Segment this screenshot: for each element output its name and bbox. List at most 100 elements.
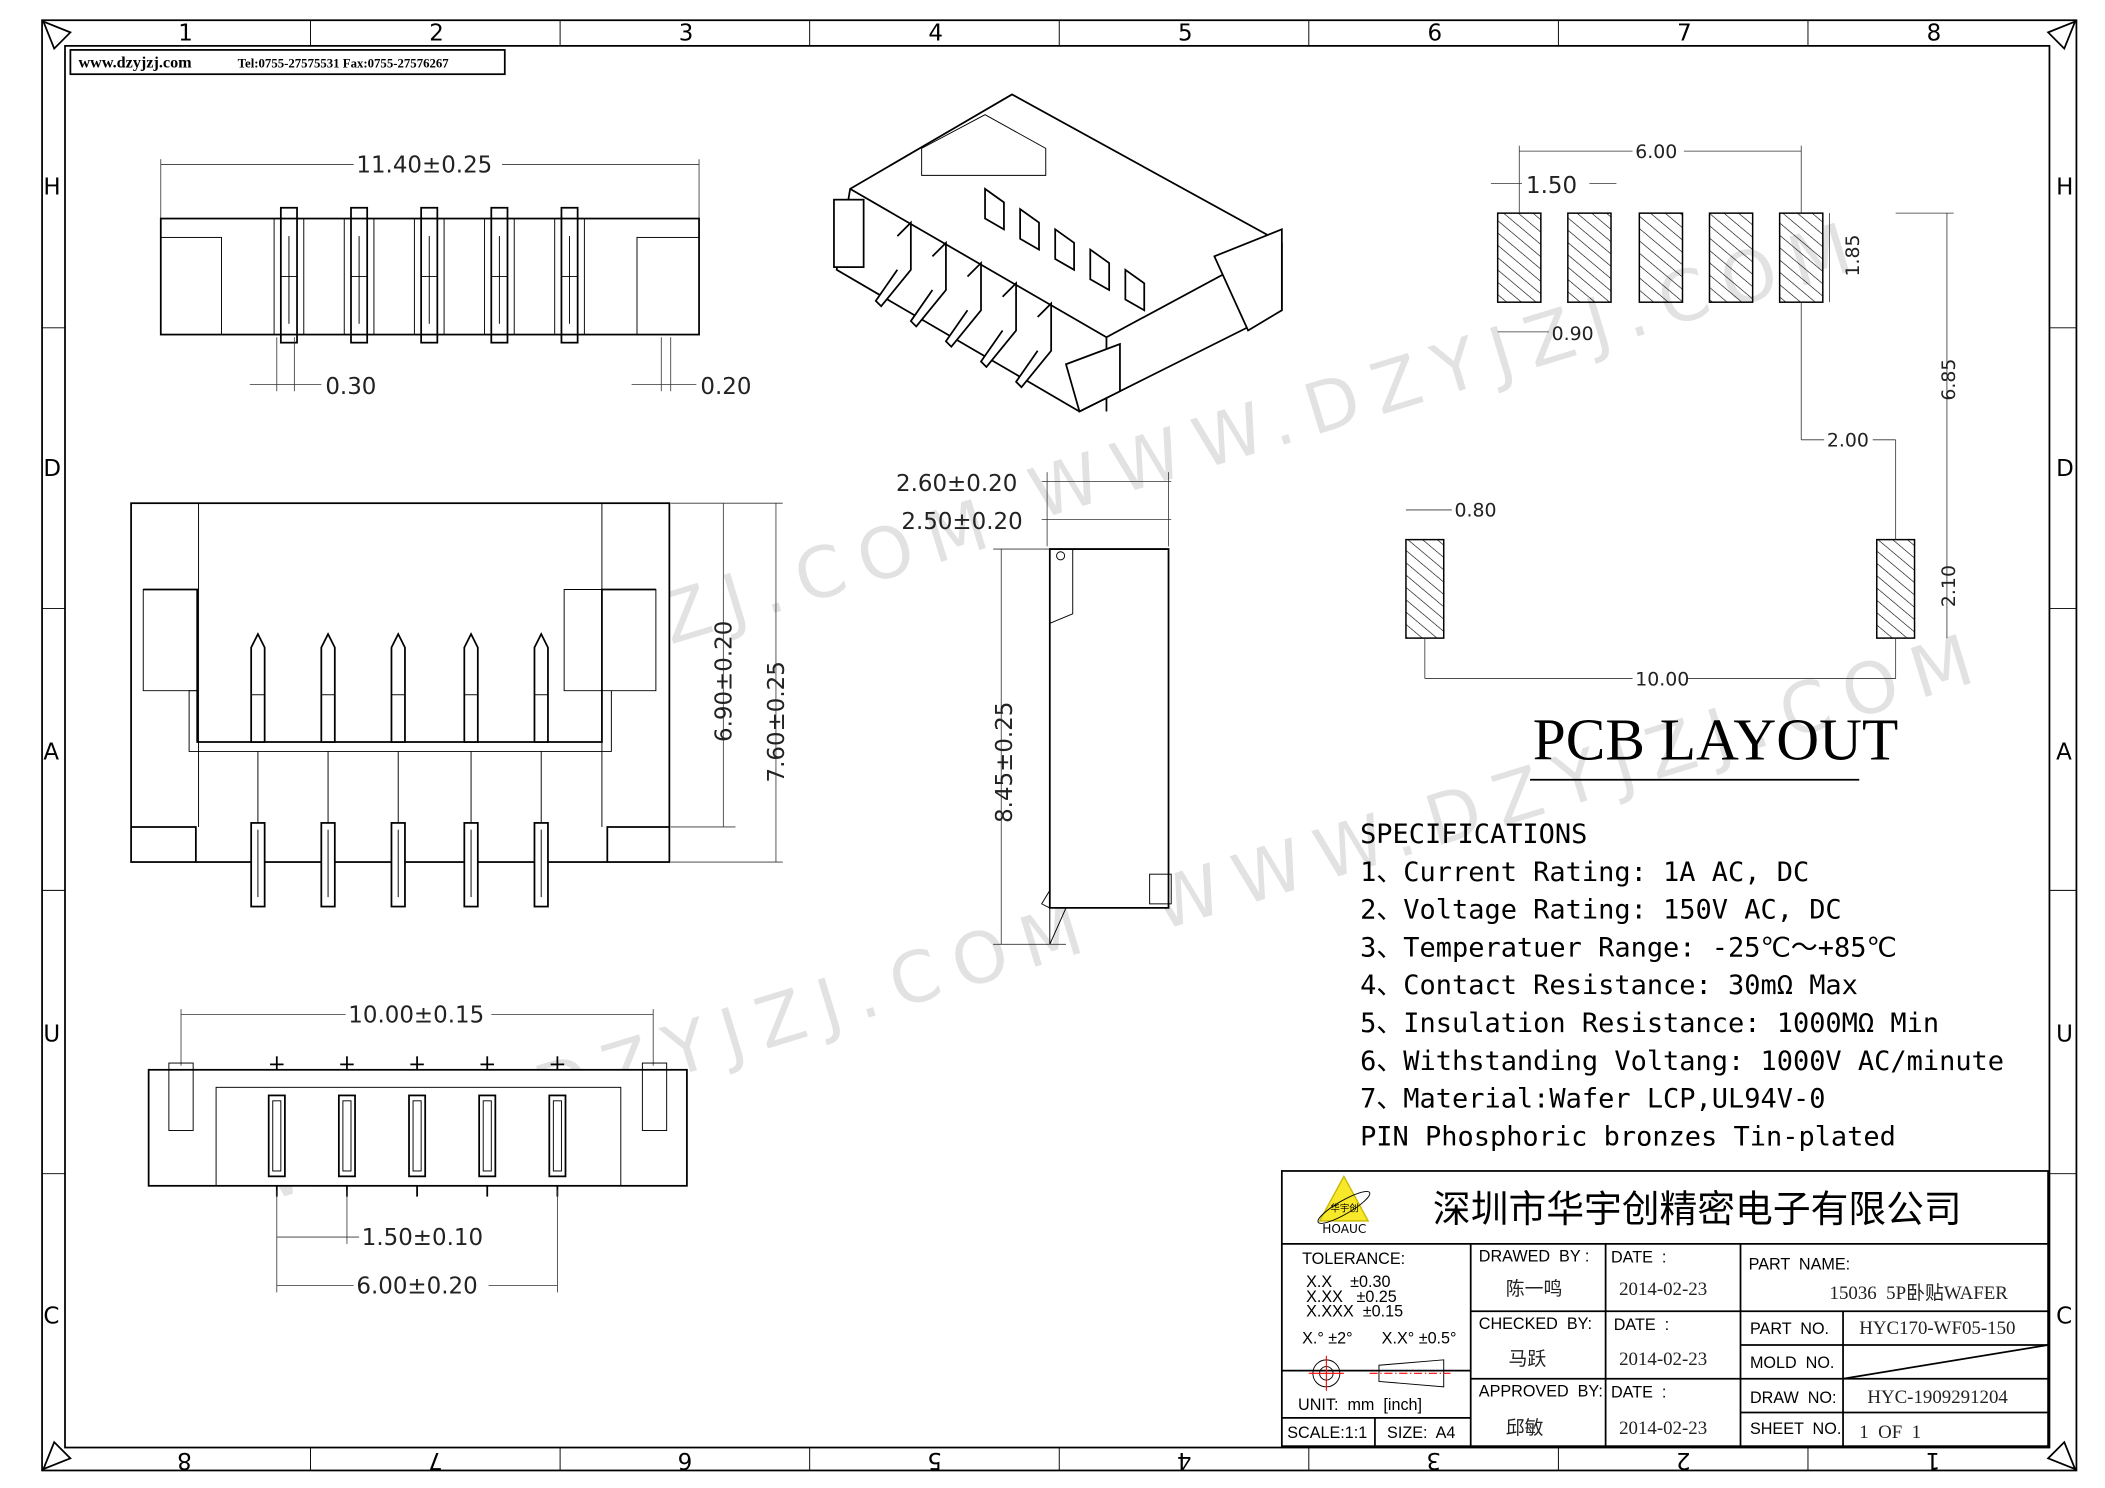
frame-column-number: 2	[429, 20, 444, 46]
tolerance-xx: X.X ±0.30	[1306, 1273, 1390, 1291]
pcb-peg-pad	[1876, 538, 1916, 639]
pin	[484, 206, 515, 344]
pin	[554, 206, 585, 344]
draw-no-value: HYC-1909291204	[1867, 1387, 2008, 1408]
orientation-arrow-icon	[2046, 1440, 2077, 1471]
dim-side-height: 8.45±0.25	[992, 702, 1018, 823]
pin	[909, 207, 1040, 328]
part-no-label: PART NO.	[1750, 1320, 1829, 1338]
frame-row-letter: U	[2056, 1021, 2073, 1047]
header-website: www.dzyjzj.com	[78, 54, 192, 71]
pin	[478, 1056, 497, 1197]
frame-row-letter: C	[43, 1303, 59, 1329]
pcb-signal-pad	[1567, 212, 1612, 303]
pin	[413, 206, 445, 344]
unit-label: UNIT: mm [inch]	[1298, 1396, 1422, 1414]
pin	[979, 247, 1111, 369]
orientation-arrow-icon	[2046, 20, 2077, 51]
spec-item: 4、Contact Resistance: 30mΩ Max	[1360, 970, 1858, 1001]
frame-column-number: 5	[1178, 20, 1193, 46]
pin	[548, 1056, 567, 1197]
frame-column-number: 4	[928, 20, 943, 46]
scale-label: SCALE:1:1	[1287, 1424, 1367, 1442]
spec-item: PIN Phosphoric bronzes Tin-plated	[1360, 1121, 1896, 1152]
spec-title: SPECIFICATIONS	[1360, 819, 1587, 850]
pin	[343, 206, 375, 344]
pcb-signal-pad	[1778, 212, 1824, 303]
frame-row-letter: U	[43, 1021, 60, 1047]
pcb-layout-title: PCB LAYOUT	[1533, 707, 1898, 773]
dim-pcb-pad-width: 0.90	[1552, 323, 1594, 345]
dim-pcb-peg-width: 0.80	[1455, 500, 1497, 522]
dim-inner-depth: 6.90±0.20	[711, 621, 737, 742]
dim-pcb-total-height: 6.85	[1938, 359, 1960, 401]
part-name-label: PART NAME:	[1749, 1255, 1851, 1273]
frame-row-letter: H	[2056, 174, 2073, 200]
angle-tolerance-2: X.X° ±0.5°	[1382, 1330, 1457, 1348]
pcb-layout: 6.00 1.50 0.90 1.85 6.85 2.00 0.80 2.10 …	[1405, 141, 1960, 781]
frame-row-letter: D	[2056, 456, 2074, 482]
frame-column-number: 1	[178, 20, 193, 46]
pin	[250, 632, 266, 908]
frame-column-number: 4	[1177, 1447, 1192, 1473]
spec-item: 1、Current Rating: 1A AC, DC	[1360, 857, 1809, 888]
logo-text: 华宇创	[1330, 1202, 1358, 1214]
dim-depth: 7.60±0.25	[764, 661, 790, 782]
pin	[408, 1056, 427, 1197]
angle-tolerance-1: X.° ±2°	[1302, 1330, 1353, 1348]
company-logo: 华宇创 HOAUC	[1317, 1174, 1371, 1236]
pcb-signal-pad	[1496, 212, 1542, 303]
frame-column-number: 3	[679, 20, 694, 46]
pin	[1014, 268, 1146, 389]
pin	[273, 206, 305, 344]
frame-row-letter: A	[43, 740, 59, 766]
pin	[463, 632, 479, 908]
approved-by-label: APPROVED BY:	[1479, 1382, 1603, 1400]
pin	[533, 632, 549, 908]
part-no-value: HYC170-WF05-150	[1859, 1318, 2015, 1339]
mold-no-label: MOLD NO.	[1750, 1354, 1834, 1372]
isometric-view	[833, 93, 1283, 413]
tolerance-xxx: X.XX ±0.25	[1306, 1288, 1397, 1306]
frame-column-number: 1	[1926, 1447, 1941, 1473]
checked-by-value: 马跃	[1508, 1348, 1546, 1370]
pcb-signal-pad	[1638, 212, 1684, 303]
spec-item: 5、Insulation Resistance: 1000MΩ Min	[1360, 1008, 1939, 1039]
size-label: SIZE: A4	[1387, 1424, 1455, 1442]
header-contact: Tel:0755-27575531 Fax:0755-27576267	[238, 56, 450, 70]
logo-brand: HOAUC	[1322, 1222, 1366, 1236]
pin	[390, 632, 406, 908]
dim-pcb-pitch: 1.50	[1526, 173, 1577, 199]
drawed-by-value: 陈一鸣	[1506, 1278, 1563, 1300]
frame-column-number: 6	[678, 1447, 693, 1473]
dim-side-top1: 2.60±0.20	[896, 471, 1017, 497]
specifications: SPECIFICATIONS 1、Current Rating: 1A AC, …	[1360, 819, 2004, 1152]
dim-pcb-span: 6.00	[1635, 141, 1677, 163]
frame-column-number: 8	[1927, 20, 1942, 46]
dim-pcb-pad-height: 1.85	[1842, 235, 1864, 277]
dim-pin-width: 0.30	[325, 374, 376, 400]
frame-column-number: 7	[1677, 20, 1692, 46]
top-view: 11.40±0.25 0.30 0.20	[159, 153, 751, 400]
pin	[944, 227, 1075, 349]
frame-column-number: 8	[177, 1447, 192, 1473]
frame-column-number: 2	[1676, 1447, 1691, 1473]
frame-row-letter: A	[2056, 740, 2072, 766]
pcb-signal-pad	[1708, 212, 1754, 303]
pcb-peg-pad	[1405, 538, 1445, 639]
draw-no-label: DRAW NO:	[1750, 1389, 1837, 1407]
dim-peg-width: 0.20	[700, 374, 751, 400]
title-block: 华宇创 HOAUC 深圳市华宇创精密电子有限公司 TOLERANCE: X.X …	[1280, 1170, 2049, 1448]
dim-pcb-offset: 2.00	[1827, 430, 1869, 452]
part-name-value: 15036 5P卧贴WAFER	[1830, 1282, 2009, 1304]
frame-column-number: 3	[1426, 1447, 1441, 1473]
tolerance-label: TOLERANCE:	[1302, 1250, 1405, 1268]
dim-pcb-total-width: 10.00	[1635, 668, 1689, 690]
spec-item: 7、Material:Wafer LCP,UL94V-0	[1360, 1084, 1825, 1115]
frame-column-number: 5	[927, 1447, 942, 1473]
front-view: 6.90±0.20 7.60±0.25	[130, 502, 790, 908]
approved-date: 2014-02-23	[1619, 1418, 1707, 1439]
approved-by-value: 邱敏	[1506, 1417, 1544, 1439]
date-label: DATE :	[1611, 1384, 1666, 1402]
